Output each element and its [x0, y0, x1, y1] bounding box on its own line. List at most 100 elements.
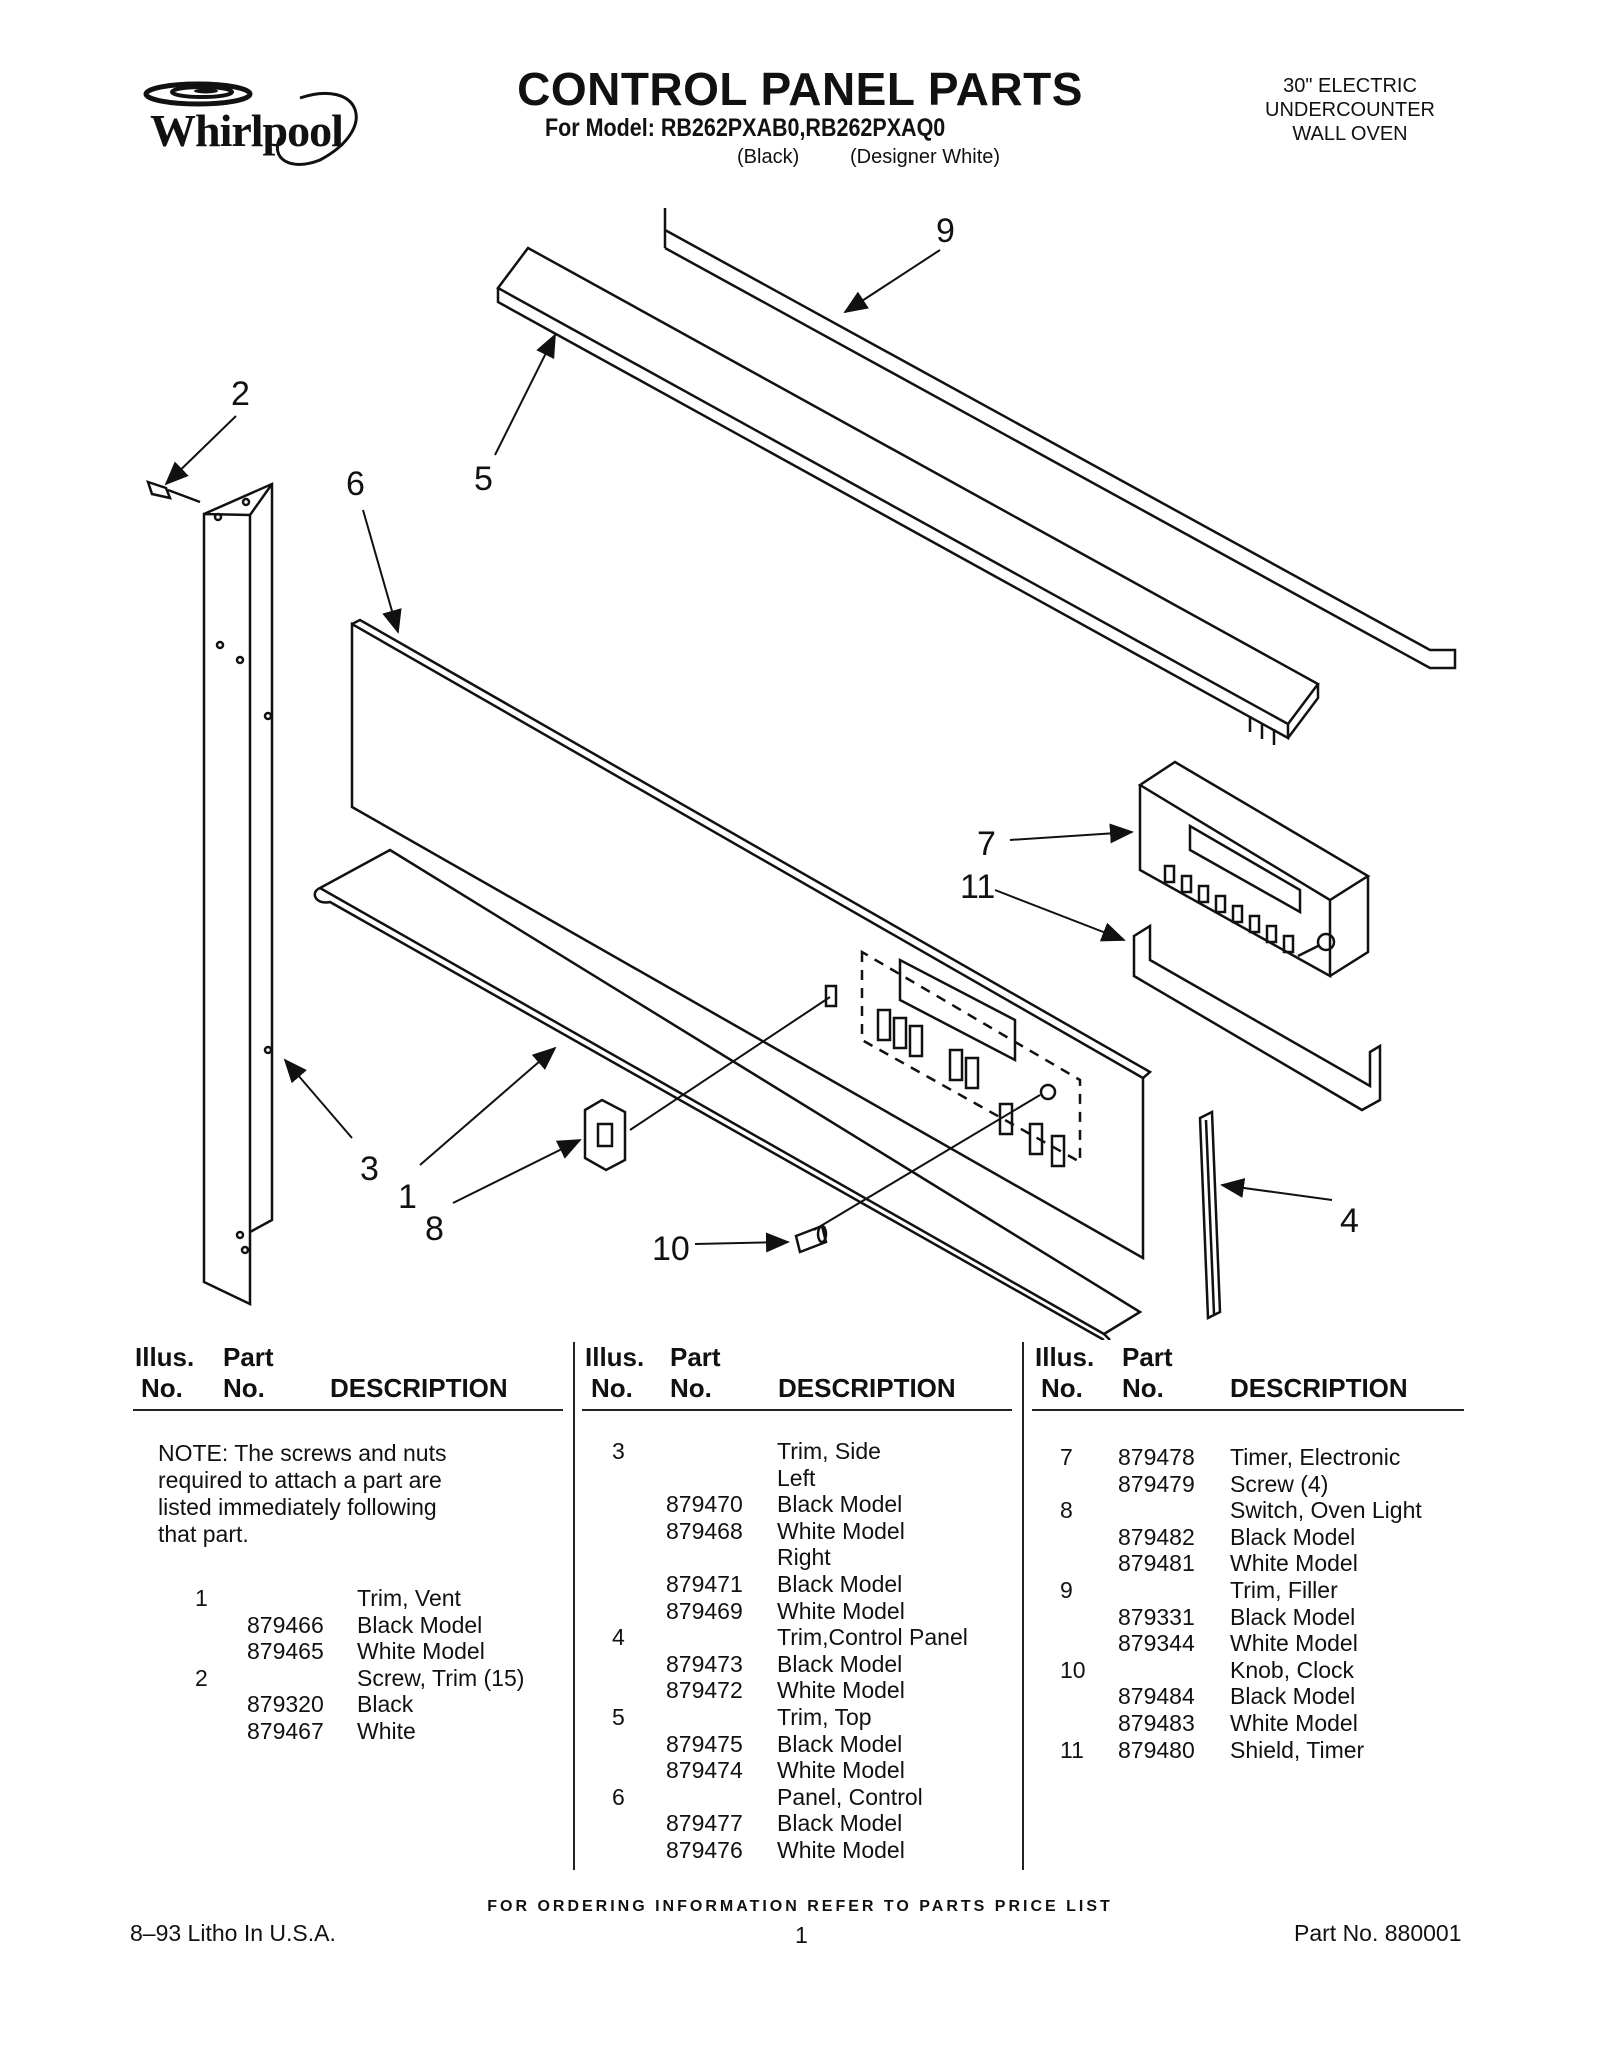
part-description: Panel, Control	[777, 1783, 923, 1810]
product-type-line: UNDERCOUNTER	[1265, 99, 1435, 121]
variant-white-label: (Designer White)	[850, 146, 1001, 168]
header-rule	[582, 1409, 1012, 1411]
callout-6: 6	[346, 465, 365, 503]
part-description: White Model	[1230, 1630, 1358, 1657]
callout-5: 5	[474, 460, 493, 498]
part-description: Timer, Electronic	[1230, 1444, 1401, 1470]
whirlpool-logo: Whirlpool	[130, 68, 380, 168]
ordering-info: FOR ORDERING INFORMATION REFER TO PARTS …	[487, 1898, 1113, 1915]
part-number: 879477	[666, 1810, 743, 1837]
part-number: 879481	[1118, 1550, 1195, 1577]
part-number: 879475	[666, 1730, 743, 1757]
part-number: 879468	[666, 1517, 743, 1544]
part-no-header: Part No.	[223, 1342, 274, 1403]
part-description: Black Model	[777, 1571, 903, 1597]
part-number: 879469	[666, 1597, 743, 1624]
part-description: Screw (4)	[1230, 1470, 1329, 1497]
part-description: White Model	[777, 1677, 905, 1704]
part-description: Trim, Filler	[1230, 1577, 1338, 1603]
part-number: 879473	[666, 1650, 743, 1677]
side-trim-part	[202, 482, 274, 1306]
model-subtitle: For Model: RB262PXAB0,RB262PXAQ0	[545, 114, 946, 142]
description-header: DESCRIPTION	[330, 1373, 508, 1403]
part-number: 879467	[247, 1718, 324, 1744]
part-number: 879320	[247, 1691, 324, 1718]
part-description: Black Model	[777, 1650, 903, 1677]
screw-note: NOTE: The screws and nuts required to at…	[158, 1440, 447, 1547]
page-number: 1	[795, 1922, 808, 1948]
illus-number: 2	[195, 1664, 208, 1691]
callout-10: 10	[652, 1230, 690, 1268]
illus-no-header: Illus. No.	[585, 1342, 645, 1403]
vent-trim-part	[313, 848, 1143, 1340]
part-description: White Model	[777, 1837, 905, 1863]
part-description: White Model	[1230, 1550, 1358, 1577]
light-switch-part	[583, 1098, 627, 1172]
part-description: Trim, Side	[777, 1438, 881, 1464]
callout-7: 7	[977, 825, 996, 863]
header-rule	[1032, 1409, 1464, 1411]
product-type-line: 30" ELECTRIC	[1283, 75, 1417, 97]
part-number: 879471	[666, 1571, 743, 1597]
part-description: Black Model	[357, 1611, 483, 1638]
part-description: White Model	[357, 1638, 485, 1665]
part-description: Shield, Timer	[1230, 1736, 1365, 1763]
product-type-line: WALL OVEN	[1292, 123, 1408, 145]
part-description: White	[357, 1718, 416, 1744]
part-description: Trim, Top	[777, 1704, 872, 1730]
part-number: 879344	[1118, 1630, 1195, 1657]
logo-wordmark: Whirlpool	[150, 105, 344, 156]
part-no-header: Part No.	[670, 1342, 721, 1403]
illus-number: 8	[1060, 1497, 1073, 1524]
part-description: Switch, Oven Light	[1230, 1497, 1422, 1524]
variant-black-label: (Black)	[737, 146, 800, 168]
part-description: Right	[777, 1544, 831, 1571]
illus-number: 1	[195, 1585, 208, 1611]
column-divider	[573, 1342, 575, 1870]
part-no-header: Part No.	[1122, 1342, 1173, 1403]
part-number: 879474	[666, 1757, 743, 1784]
part-description: Trim,Control Panel	[777, 1624, 968, 1651]
illus-no-header: Illus. No.	[135, 1342, 195, 1403]
part-number: 879479	[1118, 1470, 1195, 1497]
part-description: Black Model	[1230, 1683, 1356, 1710]
part-description: Black Model	[1230, 1603, 1356, 1630]
illus-number: 3	[612, 1438, 625, 1464]
callout-8: 8	[425, 1210, 444, 1248]
illus-number: 10	[1060, 1656, 1086, 1683]
part-description: Black Model	[1230, 1523, 1356, 1550]
filler-trim-part	[663, 208, 1457, 670]
top-trim-part	[496, 246, 1320, 745]
part-number: 879482	[1118, 1523, 1195, 1550]
part-description: Left	[777, 1464, 816, 1491]
product-type: 30" ELECTRIC UNDERCOUNTER WALL OVEN	[1240, 74, 1460, 146]
description-header: DESCRIPTION	[778, 1373, 956, 1403]
part-description: White Model	[1230, 1710, 1358, 1736]
callout-1: 1	[398, 1178, 417, 1216]
part-description: Black Model	[777, 1730, 903, 1757]
control-panel-trim-part	[1198, 1110, 1222, 1320]
illus-number: 9	[1060, 1577, 1073, 1603]
trim-screw-part	[146, 480, 201, 504]
electronic-timer-part	[1137, 760, 1371, 979]
callout-9: 9	[936, 212, 955, 250]
part-description: Black Model	[777, 1810, 903, 1837]
callout-3: 3	[360, 1150, 379, 1188]
part-description: Knob, Clock	[1230, 1656, 1355, 1683]
document-part-number: Part No. 880001	[1294, 1920, 1462, 1946]
clock-knob-part	[794, 1224, 828, 1254]
callout-11: 11	[960, 868, 995, 906]
callout-4: 4	[1340, 1202, 1359, 1240]
part-number: 879331	[1118, 1603, 1195, 1630]
description-header: DESCRIPTION	[1230, 1373, 1408, 1403]
part-description: White Model	[777, 1517, 905, 1544]
callout-2: 2	[231, 375, 250, 413]
part-number: 879465	[247, 1638, 324, 1665]
header-rule	[133, 1409, 563, 1411]
illus-number: 4	[612, 1624, 625, 1651]
part-number: 879466	[247, 1611, 324, 1638]
page-title: CONTROL PANEL PARTS	[517, 63, 1083, 115]
part-number: 879476	[666, 1837, 743, 1863]
illus-number: 11	[1060, 1736, 1084, 1763]
illus-no-header: Illus. No.	[1035, 1342, 1095, 1403]
